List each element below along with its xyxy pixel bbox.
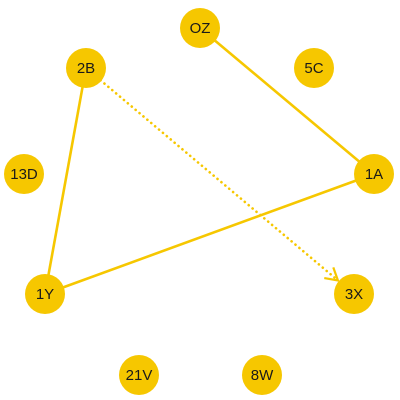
edge-1a-1y <box>62 179 357 289</box>
node-circle <box>242 355 282 395</box>
node-13d: 13D <box>4 154 44 194</box>
edge-2b-3x <box>99 78 340 282</box>
node-label: 21V <box>126 367 153 384</box>
edge-1y-2b <box>47 86 84 276</box>
node-label: 1A <box>365 166 383 183</box>
node-21v: 21V <box>119 355 159 395</box>
node-8w: 8W <box>242 355 282 395</box>
node-1a: 1A <box>354 154 394 194</box>
edge-oz-1a <box>213 39 361 163</box>
nodes-layer: OZ 5C 1A 3X 8W 21V 1Y 13D 2B <box>4 8 394 395</box>
node-circle <box>119 355 159 395</box>
node-5c: 5C <box>294 48 334 88</box>
edge-line <box>47 86 84 276</box>
node-label: 2B <box>77 60 95 77</box>
node-label: 1Y <box>36 286 54 303</box>
node-label: 5C <box>304 60 323 77</box>
node-circle <box>294 48 334 88</box>
edge-line <box>99 78 340 282</box>
node-oz: OZ <box>180 8 220 48</box>
node-circle <box>66 48 106 88</box>
node-circle <box>4 154 44 194</box>
edge-line <box>62 179 357 289</box>
node-circle <box>25 274 65 314</box>
node-circle <box>354 154 394 194</box>
node-1y: 1Y <box>25 274 65 314</box>
node-label: 3X <box>345 286 363 303</box>
node-label: OZ <box>190 20 211 37</box>
node-circle <box>180 8 220 48</box>
edge-line <box>213 39 361 163</box>
arrowhead-icon <box>324 267 340 282</box>
node-2b: 2B <box>66 48 106 88</box>
node-label: 13D <box>10 166 38 183</box>
edges-layer <box>47 39 361 289</box>
node-label: 8W <box>251 367 274 384</box>
node-3x: 3X <box>334 274 374 314</box>
node-circle <box>334 274 374 314</box>
